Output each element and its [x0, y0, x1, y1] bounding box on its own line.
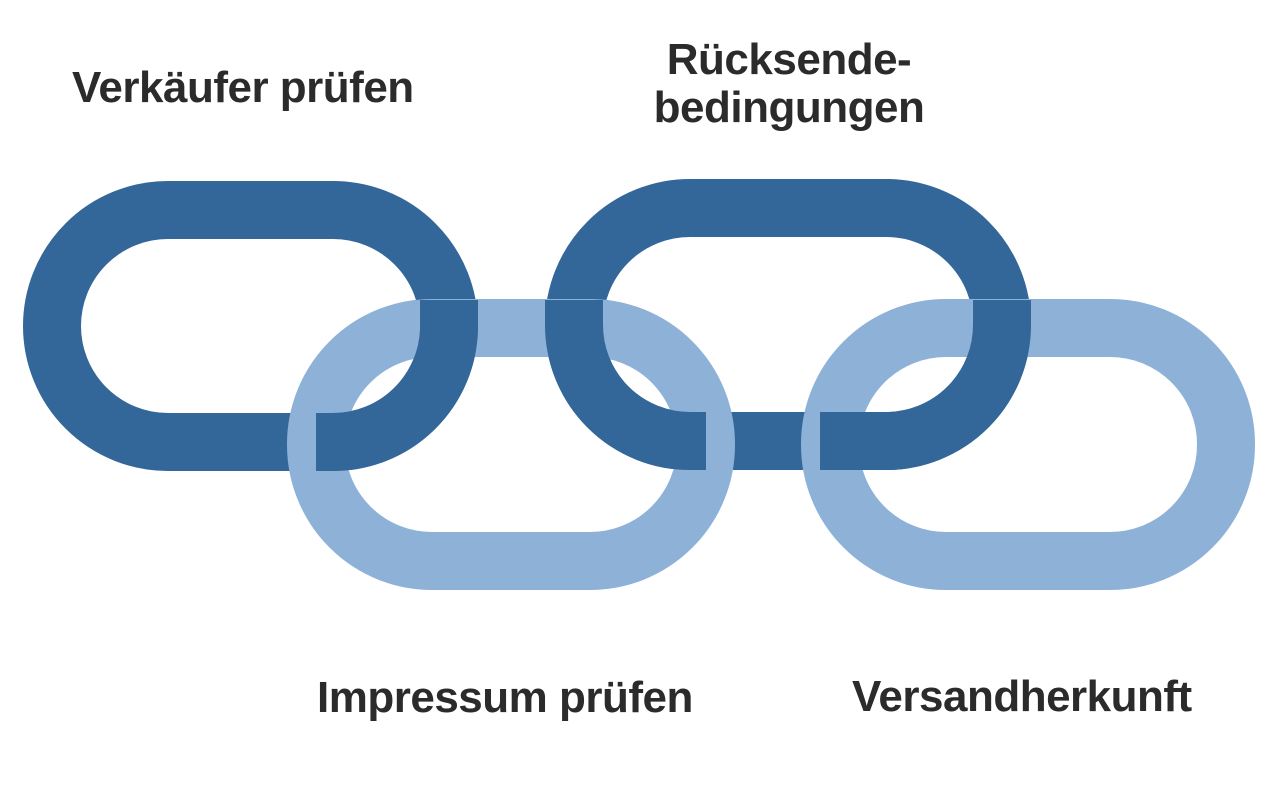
label-ruecksende-line2: bedingungen	[653, 83, 925, 132]
chain-link-1-overlap	[316, 300, 478, 471]
chain-link-2-overlap-right	[820, 300, 1031, 470]
label-versandherkunft: Versandherkunft	[852, 672, 1192, 721]
chain-link-2-overlap-left	[545, 300, 706, 470]
label-verkaeufer-pruefen: Verkäufer prüfen	[72, 63, 414, 112]
label-ruecksendebedingungen: Rücksende- bedingungen	[654, 36, 925, 132]
label-impressum-pruefen: Impressum prüfen	[317, 673, 693, 722]
label-ruecksende-line1: Rücksende-	[666, 35, 912, 84]
